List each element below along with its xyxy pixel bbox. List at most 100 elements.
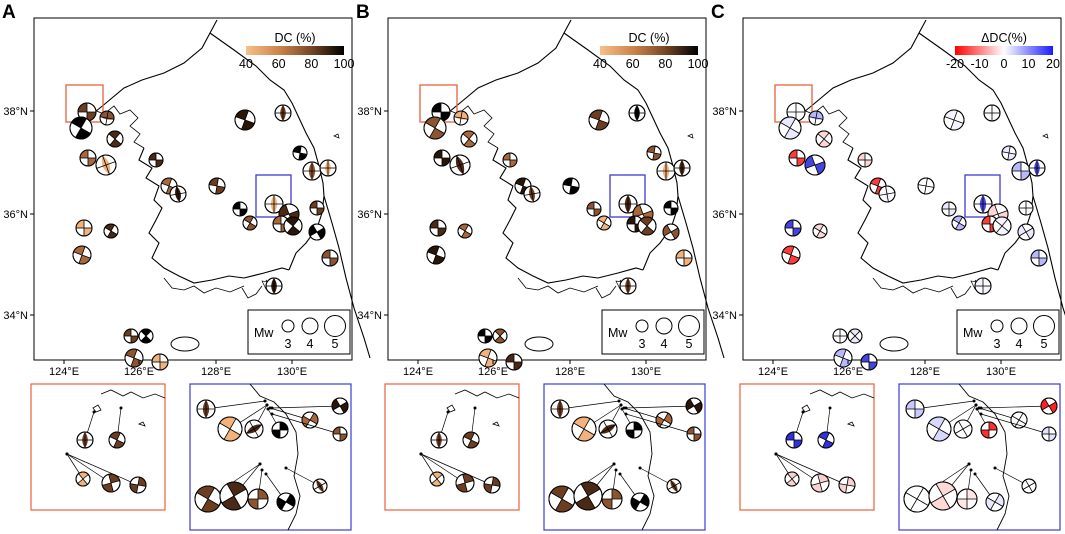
focal-mechanism: [151, 353, 169, 371]
lon-tick-label: 128°E: [201, 366, 231, 378]
focal-mechanism: [308, 223, 326, 241]
focal-mechanism: [817, 431, 835, 449]
inset-red-content: [65, 389, 166, 494]
focal-mechanism: [778, 116, 802, 140]
lat-tick-label: 34°N: [712, 310, 737, 322]
focal-mechanism: [247, 488, 269, 510]
focal-mechanism: [808, 110, 824, 126]
focal-mechanism: [123, 328, 139, 344]
colorbar-tick: 80: [304, 57, 318, 71]
focal-mechanism: [941, 201, 957, 217]
focal-mechanism: [655, 411, 673, 429]
focal-mechanism: [663, 200, 679, 216]
focal-mechanism: [312, 478, 328, 494]
focal-mechanism: [332, 426, 348, 442]
focal-mechanism: [980, 421, 998, 439]
lat-tick-label: 34°N: [357, 310, 382, 322]
focal-mechanism: [625, 421, 643, 439]
colorbar-tick: 80: [658, 57, 672, 71]
focal-mechanism: [1018, 200, 1034, 216]
focal-mechanism: [283, 216, 303, 236]
focal-mechanism: [148, 152, 164, 168]
focal-mechanism: [423, 116, 447, 140]
panel-label: C: [711, 2, 725, 23]
mw-legend-label: Mw: [254, 326, 274, 340]
lat-tick-label: 38°N: [712, 106, 737, 118]
focal-mechanism: [69, 116, 93, 140]
focal-mechanism: [462, 431, 480, 449]
focal-mechanism: [973, 194, 993, 214]
focal-mechanism: [430, 431, 448, 449]
focal-mechanism: [169, 185, 187, 203]
inset-red: [739, 383, 875, 511]
focal-mechanism: [985, 492, 1005, 512]
mw-legend-label: Mw: [608, 326, 628, 340]
focal-mechanism: [426, 245, 446, 265]
focal-mechanism: [588, 109, 610, 131]
lat-tick-label: 38°N: [3, 106, 28, 118]
lat-tick-label: 34°N: [3, 310, 28, 322]
lon-tick-label: 124°E: [403, 366, 433, 378]
focal-mechanism: [548, 485, 576, 513]
colorbar-tick: 10: [1022, 57, 1036, 71]
focal-mechanism: [571, 416, 597, 442]
mw-legend-value: 5: [1041, 337, 1048, 351]
focal-mechanism: [926, 416, 952, 442]
focal-mechanism: [242, 215, 258, 231]
focal-mechanism: [331, 397, 349, 415]
focal-mechanism: [903, 485, 931, 513]
focal-mechanism: [686, 426, 702, 442]
focal-mechanism: [662, 223, 680, 241]
mw-legend-circle: [1033, 315, 1055, 337]
focal-mechanism: [108, 431, 126, 449]
focal-mechanism: [99, 110, 115, 126]
colorbar-tick: -20: [946, 57, 964, 71]
focal-mechanism: [619, 277, 637, 295]
focal-mechanism: [992, 216, 1012, 236]
focal-mechanism: [953, 419, 973, 439]
colorbar-tick: 40: [239, 57, 253, 71]
focal-mechanism: [675, 249, 693, 267]
focal-mechanism: [1017, 223, 1035, 241]
focal-mechanism: [637, 216, 657, 236]
focal-mechanism: [449, 154, 471, 176]
focal-mechanism: [857, 152, 873, 168]
focal-mechanism: [601, 488, 623, 510]
focal-mechanism: [838, 476, 856, 494]
focal-mechanism: [983, 104, 1001, 122]
focal-mechanism: [943, 109, 965, 131]
focal-mechanism: [103, 223, 119, 239]
focal-mechanism: [804, 154, 826, 176]
colorbar-tick: 60: [272, 57, 286, 71]
mw-legend-circle: [281, 319, 295, 333]
focal-mechanism: [271, 421, 289, 439]
inset-marker-blue: [964, 174, 1001, 218]
lon-tick-label: 130°E: [277, 366, 307, 378]
focal-mechanism: [274, 104, 292, 122]
colorbar: [600, 46, 698, 55]
focal-mechanism: [573, 481, 603, 511]
focal-mechanism: [628, 104, 646, 122]
focal-mechanism: [477, 328, 493, 344]
focal-mechanism: [928, 481, 958, 511]
focal-mechanism: [630, 492, 650, 512]
focal-mechanism: [101, 473, 121, 493]
focal-mechanism: [523, 185, 541, 203]
colorbar: [246, 46, 344, 55]
focal-mechanism: [219, 481, 249, 511]
mw-legend-label: Mw: [963, 326, 983, 340]
mw-legend-circle: [324, 315, 346, 337]
lon-tick-label: 130°E: [986, 366, 1016, 378]
focal-mechanism: [784, 219, 802, 237]
lon-tick-label: 128°E: [555, 366, 585, 378]
focal-mechanism: [138, 328, 154, 344]
mw-legend-circle: [990, 319, 1004, 333]
focal-mechanism: [618, 194, 638, 214]
lon-tick-label: 128°E: [910, 366, 940, 378]
focal-mechanism: [457, 223, 473, 239]
colorbar-tick: 40: [593, 57, 607, 71]
focal-mechanism: [302, 161, 322, 181]
colorbar-tick: 60: [626, 57, 640, 71]
lat-tick-label: 36°N: [3, 209, 28, 221]
